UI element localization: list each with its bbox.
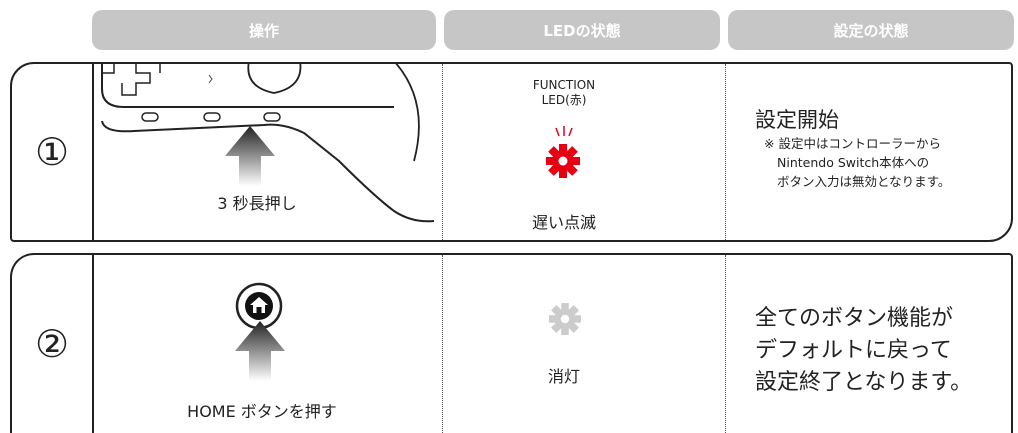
led-status: 消灯 bbox=[547, 367, 580, 386]
press-arrow-icon bbox=[235, 321, 285, 381]
header-setting-state: 設定の状態 bbox=[728, 10, 1014, 50]
step-number-1: ① bbox=[12, 64, 94, 240]
column-divider bbox=[442, 255, 443, 433]
header-operation: 操作 bbox=[92, 10, 436, 50]
setting-line2: デフォルトに戻って bbox=[755, 338, 952, 363]
home-button-icon bbox=[235, 282, 283, 330]
header-led-state-label: LEDの状態 bbox=[543, 21, 621, 40]
column-divider bbox=[725, 64, 726, 240]
setting-note-line2: Nintendo Switch本体への bbox=[777, 155, 930, 170]
header-led-state: LEDの状態 bbox=[444, 10, 720, 50]
setting-line3: 設定終了となります。 bbox=[755, 370, 973, 395]
controller-illustration bbox=[101, 64, 435, 223]
blink-indicator-icon bbox=[555, 126, 573, 137]
setting-note-line3: ボタン入力は無効となります。 bbox=[777, 174, 951, 189]
step-number-2: ② bbox=[12, 255, 94, 433]
led-status: 遅い点滅 bbox=[531, 213, 596, 232]
header-setting-state-label: 設定の状態 bbox=[833, 21, 909, 40]
led-name-line1: FUNCTION bbox=[532, 78, 596, 92]
setting-line1: 全てのボタン機能が bbox=[755, 306, 954, 331]
step-row-1: ① 3 秒長押し FUNCTION LED(赤) bbox=[10, 62, 1013, 242]
column-divider bbox=[442, 64, 443, 240]
setting-note-line1: ※ 設定中はコントローラーから bbox=[764, 136, 941, 151]
column-divider bbox=[725, 255, 726, 433]
action-label: 3 秒長押し bbox=[217, 194, 297, 213]
led-name-line2: LED(赤) bbox=[541, 93, 587, 107]
action-label: HOME ボタンを押す bbox=[187, 402, 337, 421]
press-arrow-icon bbox=[225, 126, 275, 186]
setting-title: 設定開始 bbox=[755, 108, 839, 132]
gear-icon bbox=[549, 303, 581, 335]
header-operation-label: 操作 bbox=[248, 21, 279, 40]
step-row-2: ② HOME ボタンを押す 消灯 全てのボタン機能が デフォルトに戻って bbox=[10, 253, 1013, 433]
gear-icon bbox=[546, 144, 580, 178]
